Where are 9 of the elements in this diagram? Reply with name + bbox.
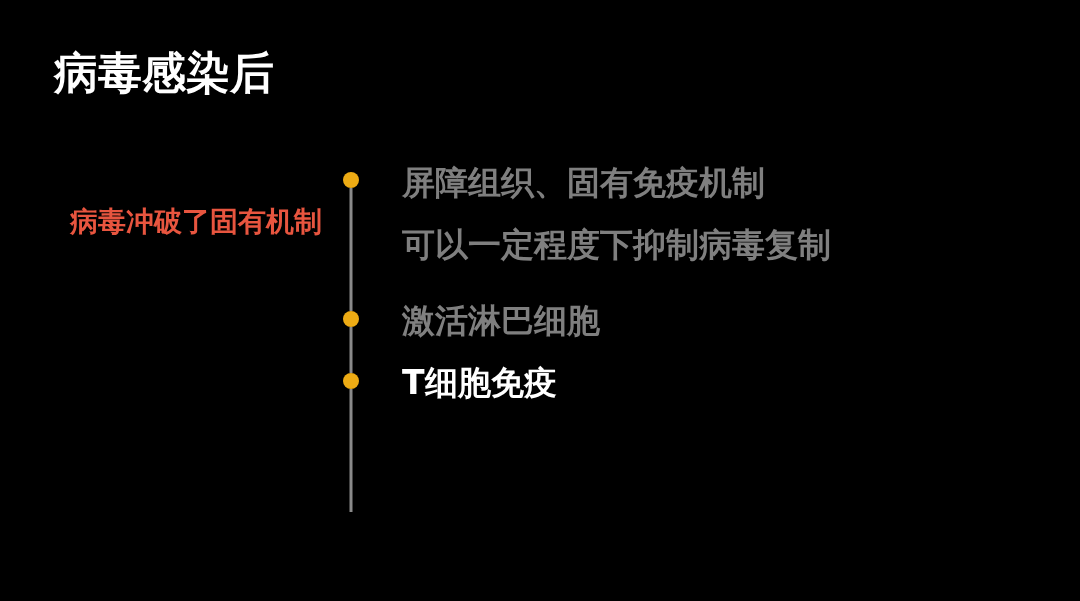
timeline-text: 屏障组织、固有免疫机制 [402, 166, 765, 199]
timeline-text: 激活淋巴细胞 [402, 304, 600, 337]
slide-title: 病毒感染后 [54, 51, 274, 95]
note-text: 病毒冲破了固有机制 [70, 208, 322, 236]
timeline-line [349, 327, 353, 373]
timeline-line [349, 188, 353, 311]
timeline-text: T细胞免疫 [402, 366, 557, 399]
timeline-line [349, 389, 353, 512]
timeline-text: 可以一定程度下抑制病毒复制 [402, 228, 831, 261]
